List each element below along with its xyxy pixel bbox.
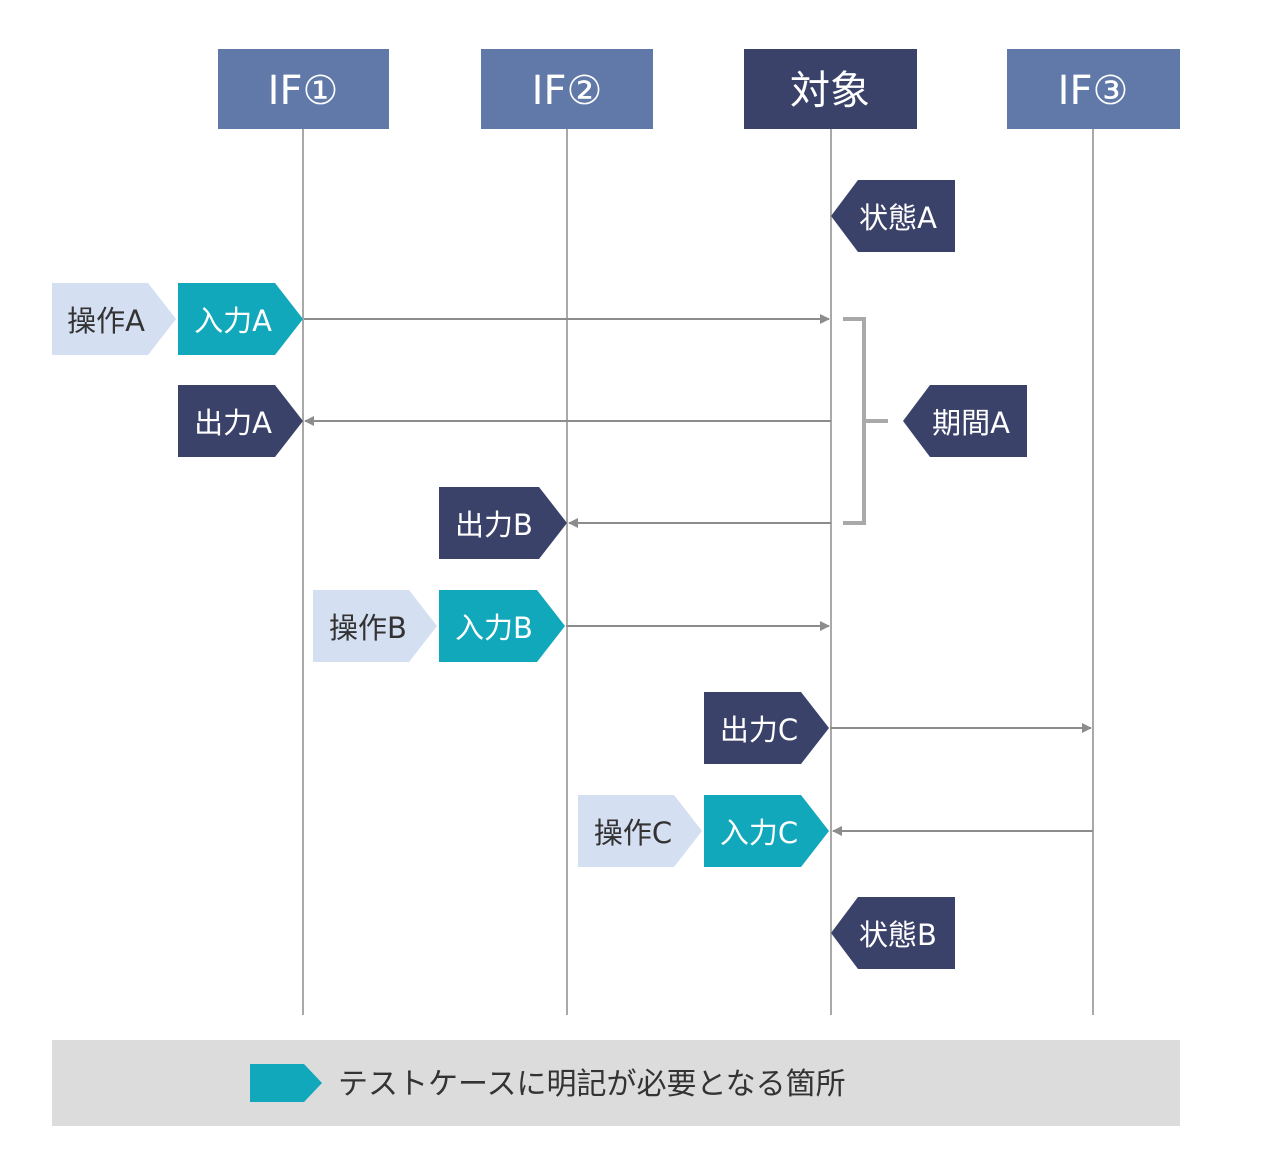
output-a-label: 出力A — [194, 406, 272, 440]
period-a-tag: 期間A — [903, 385, 1027, 457]
operation-b-label: 操作B — [329, 611, 407, 645]
input-a-tag: 入力A — [178, 283, 303, 355]
legend-text: テストケースに明記が必要となる箇所 — [338, 1067, 846, 1102]
state-b-label: 状態B — [859, 918, 937, 952]
legend-swatch — [250, 1064, 322, 1102]
lane-label-if1: IF① — [268, 68, 339, 114]
output-b-label: 出力B — [455, 508, 533, 542]
legend: テストケースに明記が必要となる箇所 — [52, 1040, 1180, 1126]
lane-label-if2: IF② — [532, 68, 603, 114]
state-a-label: 状態A — [859, 201, 937, 235]
state-b-tag: 状態B — [831, 897, 955, 969]
operation-a-tag: 操作A — [52, 283, 176, 355]
operation-c-tag: 操作C — [578, 795, 702, 867]
lane-header-if3: IF③ — [1007, 49, 1180, 129]
input-c-label: 入力C — [720, 816, 798, 850]
output-b-tag: 出力B — [439, 487, 567, 559]
input-b-label: 入力B — [455, 611, 533, 645]
input-b-tag: 入力B — [439, 590, 565, 662]
operation-b-tag: 操作B — [313, 590, 437, 662]
lane-label-target: 対象 — [790, 68, 870, 114]
output-a-tag: 出力A — [178, 385, 303, 457]
lane-header-if2: IF② — [481, 49, 653, 129]
period-a-label: 期間A — [932, 406, 1010, 440]
period-bracket — [843, 317, 866, 525]
state-a-tag: 状態A — [831, 180, 955, 252]
output-c-tag: 出力C — [704, 692, 829, 764]
input-c-tag: 入力C — [704, 795, 829, 867]
lane-header-target: 対象 — [744, 49, 917, 129]
operation-c-label: 操作C — [594, 816, 672, 850]
lane-header-if1: IF① — [218, 49, 389, 129]
lane-label-if3: IF③ — [1058, 68, 1129, 114]
input-a-label: 入力A — [194, 304, 272, 338]
operation-a-label: 操作A — [67, 304, 145, 338]
output-c-label: 出力C — [720, 713, 798, 747]
